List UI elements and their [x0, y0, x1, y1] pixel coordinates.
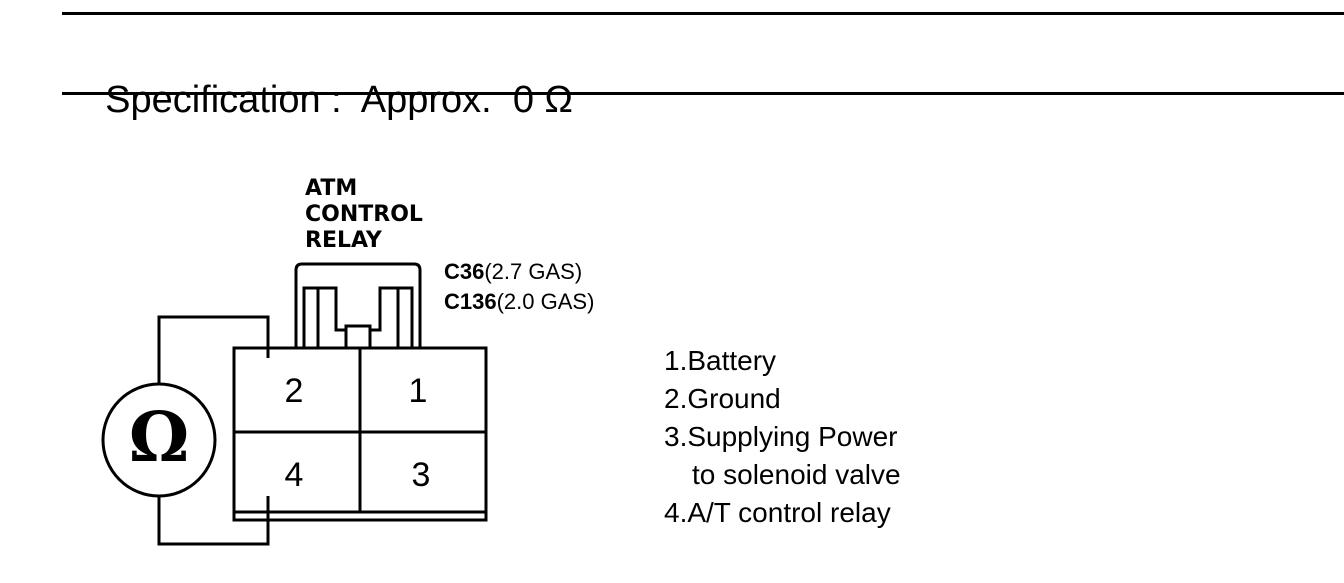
legend-item: 1.Battery — [664, 345, 777, 376]
legend-item: 2.Ground — [664, 383, 781, 414]
top-rule — [62, 12, 1344, 15]
connector-code-row: C36(2.7 GAS) — [444, 257, 594, 287]
spec-value-prefix: Approx. — [360, 79, 492, 121]
legend-item: 4.A/T control relay — [664, 497, 891, 528]
probe-wire-top — [157, 315, 270, 384]
relay-title-line: CONTROL — [305, 202, 423, 227]
spec-unit: Ω — [544, 79, 573, 121]
legend-item: 3.Supplying Power — [664, 421, 898, 452]
connector-code: C136 — [444, 289, 497, 314]
spec-separator: : — [331, 79, 342, 121]
connector-latch-inner — [302, 286, 346, 348]
connector-latch-tab — [344, 324, 372, 350]
ohm-icon: Ω — [128, 398, 190, 478]
connector-note: (2.0 GAS) — [496, 289, 595, 314]
spec-value: 0 — [512, 79, 534, 121]
bottom-rule — [62, 92, 1344, 95]
connector-code: C36 — [444, 259, 485, 284]
terminal-legend: 1.Battery 2.Ground 3.Supplying Power to … — [664, 342, 901, 532]
relay-title: ATM CONTROL RELAY — [305, 176, 423, 254]
probe-wire-bottom — [157, 496, 270, 546]
spec-label: Specification — [105, 79, 321, 121]
relay-title-line: ATM — [305, 176, 358, 201]
connector-note: (2.7 GAS) — [484, 259, 583, 284]
specification-line: Specification : Approx. 0 Ω — [84, 36, 573, 122]
connector-code-row: C136(2.0 GAS) — [444, 287, 594, 317]
terminal-1: 1 — [408, 372, 428, 410]
terminal-2: 2 — [284, 372, 304, 410]
connector-latch — [294, 262, 422, 348]
terminal-3: 3 — [411, 456, 431, 494]
legend-item-continuation: to solenoid valve — [692, 459, 901, 490]
connector-codes: C36(2.7 GAS) C136(2.0 GAS) — [444, 257, 594, 317]
relay-title-line: RELAY — [305, 228, 382, 253]
terminal-4: 4 — [284, 456, 304, 494]
connector-latch-inner-right — [370, 286, 414, 348]
